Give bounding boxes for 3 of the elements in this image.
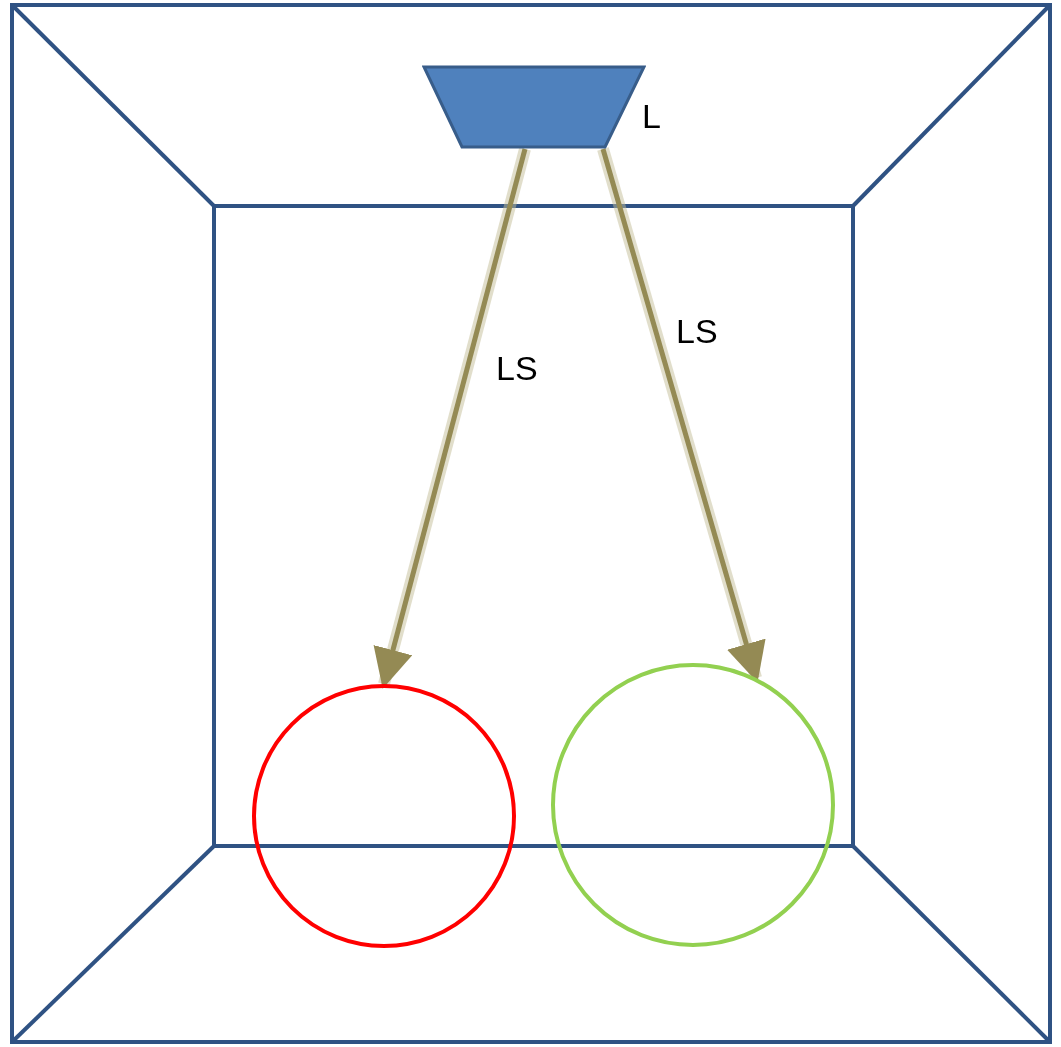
lamp-trapezoid xyxy=(422,65,646,149)
target-circle xyxy=(551,663,835,947)
target-circle xyxy=(252,684,516,948)
